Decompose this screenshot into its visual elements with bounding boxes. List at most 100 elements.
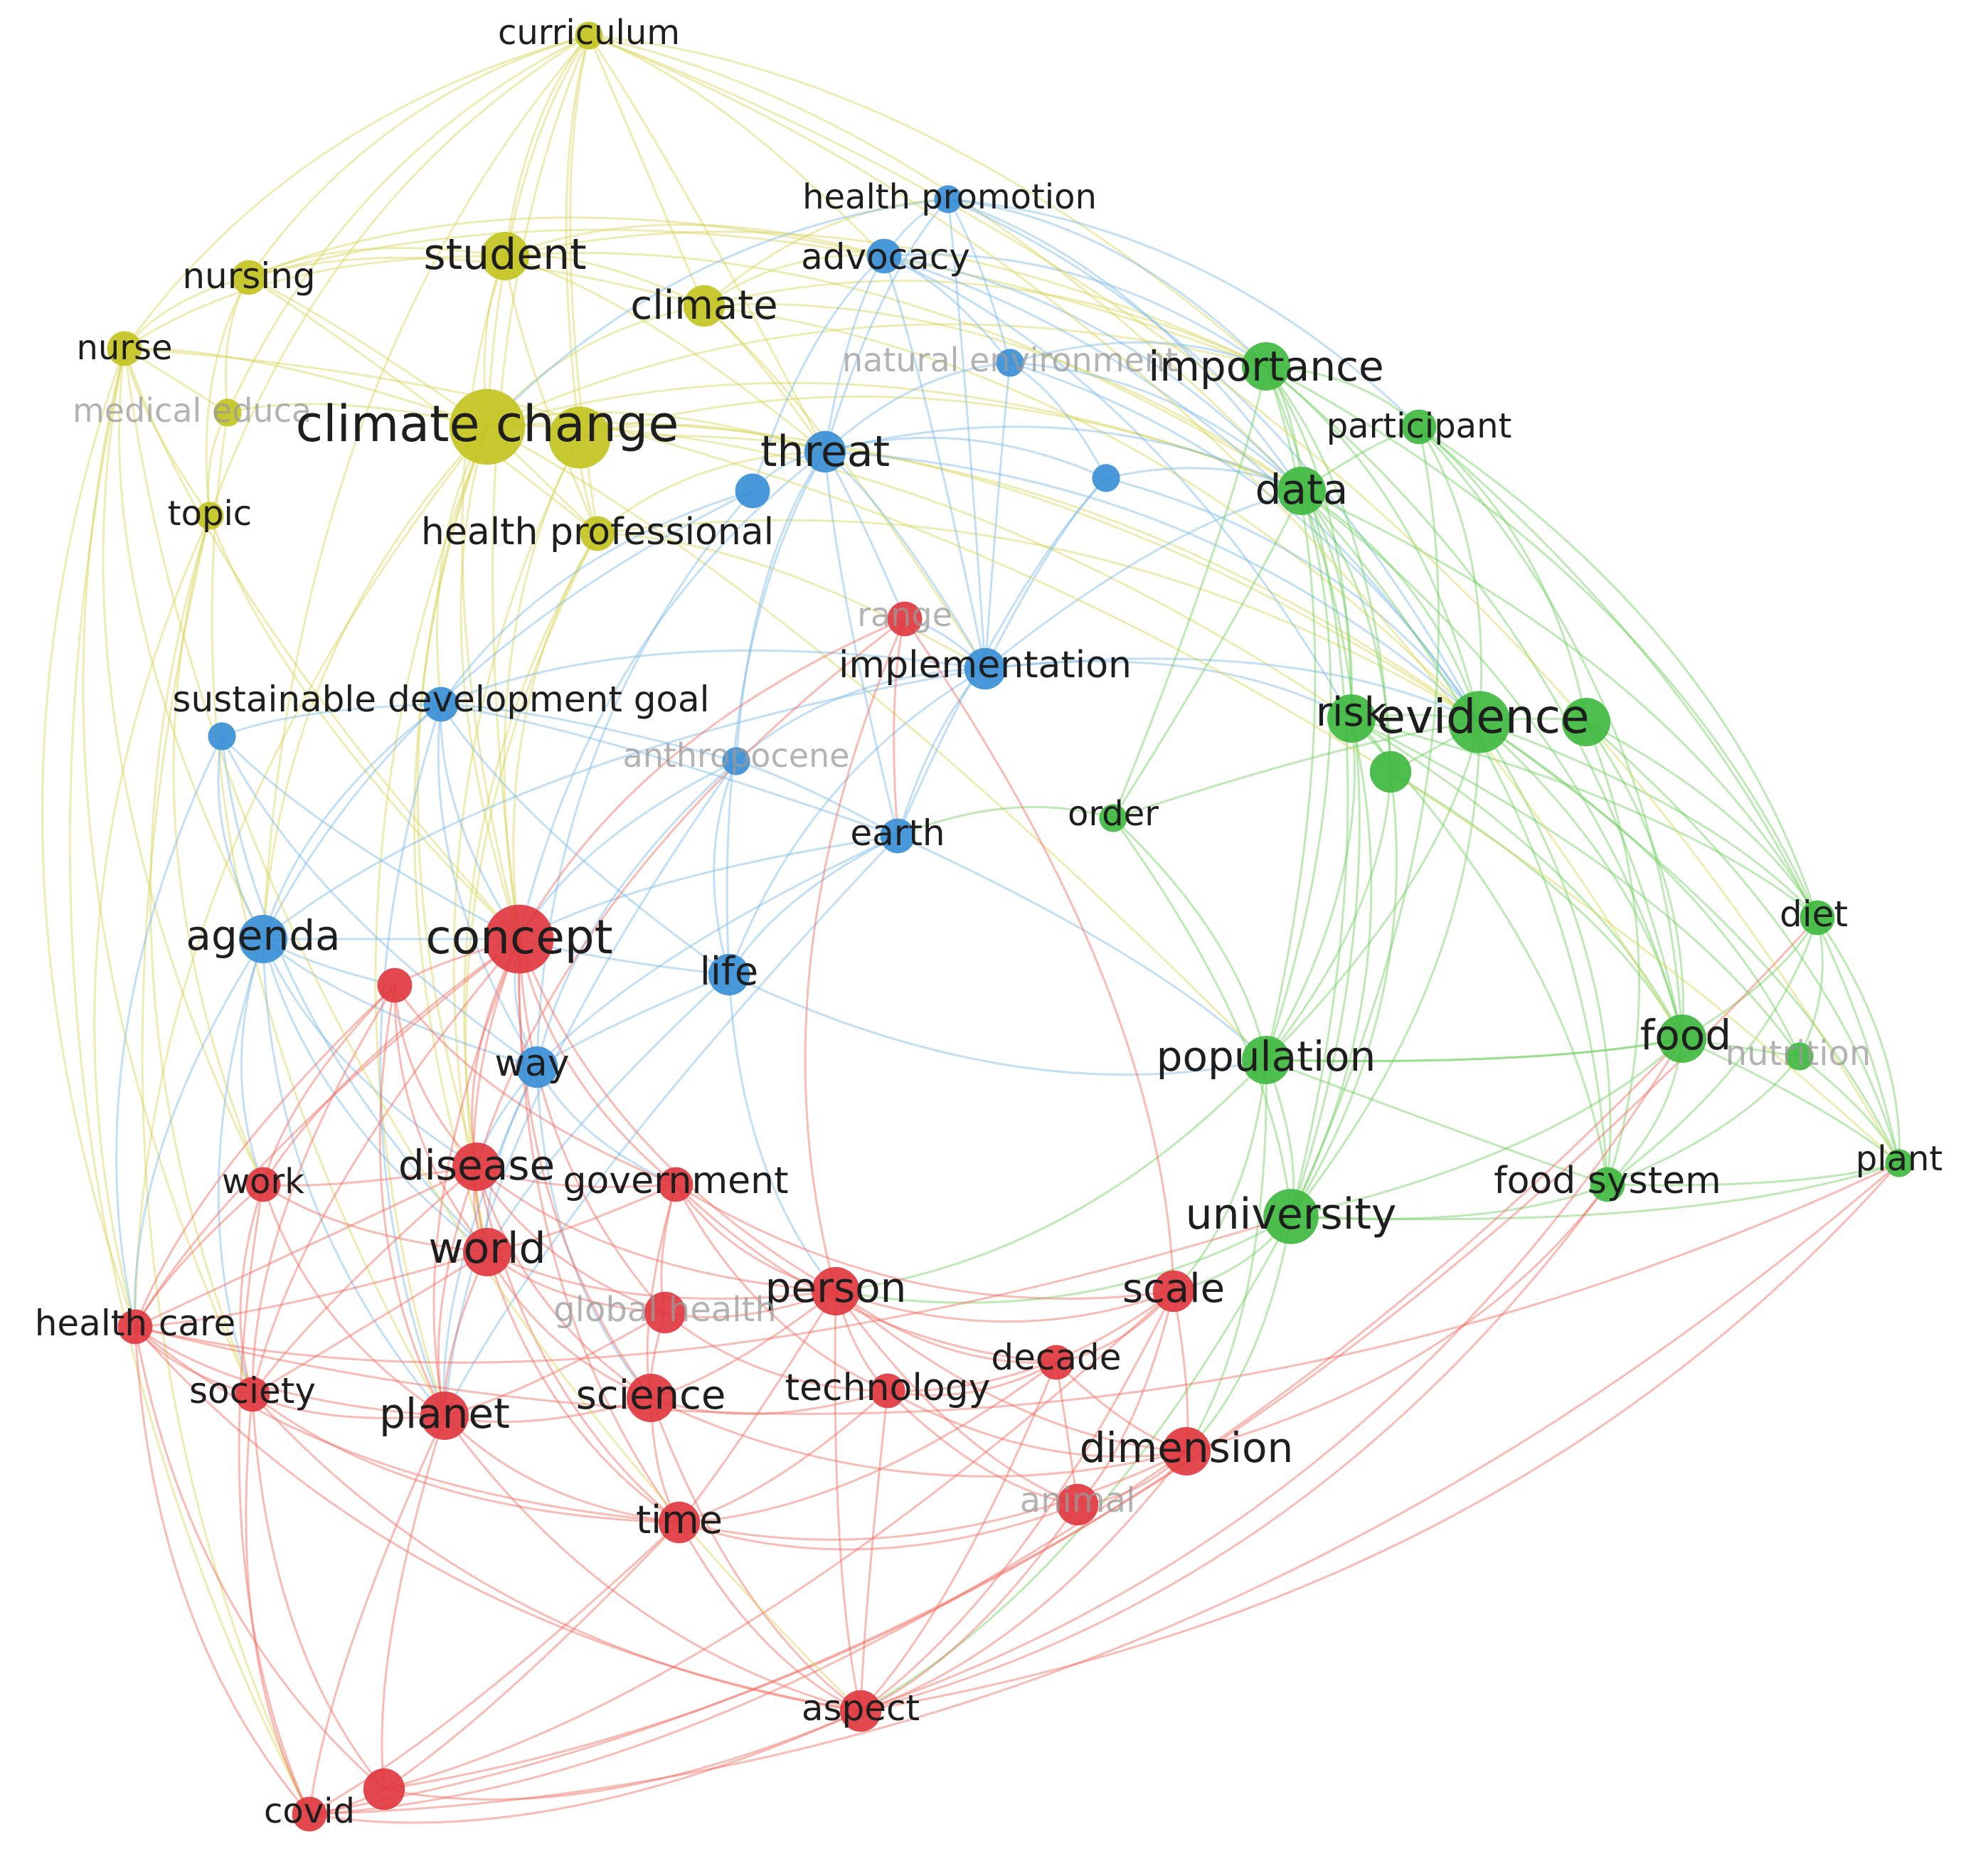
- edge-health-professional-disease: [462, 533, 599, 1167]
- node-medical-education[interactable]: [213, 398, 242, 427]
- label-work: work: [222, 1162, 304, 1202]
- node-range[interactable]: [887, 601, 923, 637]
- node-importance[interactable]: [1242, 342, 1290, 391]
- node-way[interactable]: [516, 1046, 558, 1088]
- edge-health-promotion-data: [947, 198, 1303, 492]
- node-scale[interactable]: [1152, 1270, 1195, 1313]
- edge-data-evidence: [1301, 489, 1481, 723]
- edge-climate-change-agenda: [262, 425, 489, 940]
- node-earth[interactable]: [880, 818, 915, 854]
- node-society[interactable]: [235, 1377, 270, 1412]
- node-diet[interactable]: [1800, 900, 1835, 936]
- node-world[interactable]: [463, 1228, 511, 1276]
- node-university[interactable]: [1263, 1189, 1319, 1244]
- node-sustainable-development-goal[interactable]: [423, 687, 459, 722]
- edge-health-professional-threat: [597, 450, 826, 535]
- node-disease[interactable]: [452, 1143, 501, 1191]
- node-plant[interactable]: [1885, 1149, 1913, 1177]
- node-covid[interactable]: [292, 1796, 327, 1832]
- edge-natural-environment-data: [1009, 361, 1303, 492]
- node-planet[interactable]: [420, 1392, 469, 1440]
- edge-earth-population: [897, 834, 1268, 1061]
- edge-climate-change-population: [487, 425, 1268, 1061]
- edge-government-decade: [674, 1183, 1057, 1364]
- edge-green-unlabeled-a-plant: [1585, 721, 1901, 1164]
- node-global-health[interactable]: [644, 1291, 686, 1334]
- node-red-covid-b[interactable]: [363, 1768, 405, 1811]
- node-population[interactable]: [1242, 1036, 1290, 1084]
- node-advocacy[interactable]: [866, 238, 902, 274]
- label-anthropocene: anthropocene: [623, 736, 850, 775]
- edge-importance-diet: [1265, 365, 1819, 918]
- edge-implementation-sustainable-development-goal: [440, 649, 986, 706]
- node-threat[interactable]: [804, 430, 846, 473]
- edge-data-food-system: [1300, 489, 1609, 1185]
- node-work[interactable]: [245, 1167, 281, 1202]
- node-government[interactable]: [658, 1167, 693, 1202]
- node-agenda[interactable]: [239, 915, 287, 963]
- node-topic[interactable]: [196, 502, 224, 530]
- edge-implementation-evidence: [984, 657, 1480, 724]
- edge-covid-dimension: [309, 1450, 1187, 1816]
- node-green-unlabeled-b[interactable]: [1369, 751, 1412, 793]
- node-green-unlabeled-a[interactable]: [1562, 698, 1610, 746]
- node-implementation[interactable]: [964, 647, 1006, 690]
- node-nurse[interactable]: [107, 331, 142, 366]
- label-science: science: [576, 1372, 726, 1419]
- edge-implementation-life: [728, 667, 986, 975]
- edge-disease-health-care: [134, 1165, 477, 1328]
- edge-anthropocene-earth: [735, 760, 898, 837]
- node-curriculum[interactable]: [575, 21, 603, 50]
- edge-society-covid: [245, 1394, 311, 1815]
- edge-concept-science: [517, 938, 652, 1399]
- node-health-professional[interactable]: [580, 516, 615, 551]
- node-decade[interactable]: [1038, 1345, 1074, 1380]
- node-science[interactable]: [627, 1374, 675, 1422]
- node-data[interactable]: [1277, 467, 1326, 515]
- node-technology[interactable]: [870, 1373, 905, 1409]
- node-aspect[interactable]: [839, 1690, 882, 1732]
- node-health-care[interactable]: [117, 1309, 153, 1345]
- node-blue-sdg[interactable]: [208, 722, 236, 751]
- node-student[interactable]: [481, 232, 529, 280]
- edge-blue-unlabeled-a-sustainable-development-goal: [440, 489, 753, 705]
- node-dimension[interactable]: [1162, 1427, 1211, 1475]
- node-nutrition[interactable]: [1785, 1042, 1814, 1071]
- edge-red-unlabeled-government: [393, 985, 676, 1186]
- edge-sustainable-development-goal-concept: [440, 704, 521, 940]
- node-health-promotion[interactable]: [934, 185, 962, 213]
- node-blue-unlabeled-a[interactable]: [735, 473, 770, 509]
- label-time: time: [636, 1498, 723, 1542]
- node-food[interactable]: [1658, 1014, 1706, 1063]
- node-order[interactable]: [1099, 804, 1127, 832]
- node-risk[interactable]: [1327, 694, 1376, 743]
- edge-work-planet: [262, 1184, 445, 1417]
- label-diet: diet: [1780, 894, 1848, 935]
- edge-life-population: [728, 973, 1267, 1076]
- label-way: way: [494, 1042, 569, 1085]
- edge-nurse-society: [82, 348, 254, 1395]
- node-participant[interactable]: [1401, 409, 1437, 445]
- node-anthropocene[interactable]: [722, 747, 750, 775]
- edge-blue-sdg-way: [220, 736, 538, 1069]
- node-time[interactable]: [658, 1501, 701, 1544]
- edge-plant-university: [1290, 1162, 1900, 1221]
- node-life[interactable]: [708, 953, 750, 996]
- node-climate-change[interactable]: [449, 388, 526, 465]
- node-animal[interactable]: [1056, 1483, 1099, 1526]
- edge-concept-time: [518, 938, 681, 1523]
- node-blue-unlabeled-b[interactable]: [1092, 464, 1120, 492]
- edge-population-scale: [1172, 1059, 1268, 1293]
- node-nursing[interactable]: [231, 260, 267, 295]
- node-yellow-unlabeled[interactable]: [548, 406, 611, 469]
- node-person[interactable]: [812, 1267, 860, 1315]
- node-food-system[interactable]: [1590, 1167, 1625, 1202]
- node-red-unlabeled[interactable]: [377, 968, 413, 1003]
- edge-threat-data: [824, 425, 1302, 492]
- node-climate[interactable]: [683, 285, 726, 327]
- edge-decade-time: [679, 1361, 1057, 1524]
- node-concept[interactable]: [484, 904, 554, 974]
- edge-blue-sdg-concept: [220, 735, 520, 940]
- node-natural-environment[interactable]: [996, 349, 1024, 377]
- node-evidence[interactable]: [1448, 691, 1511, 753]
